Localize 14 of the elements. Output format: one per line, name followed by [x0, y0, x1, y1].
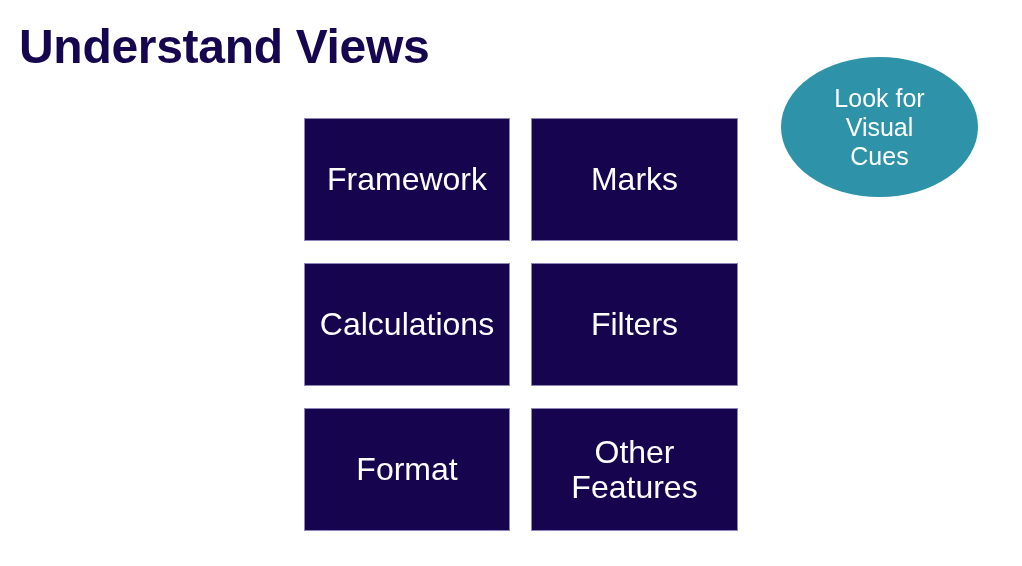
topic-box [531, 263, 738, 386]
oval-label: Look for Visual Cues [833, 83, 926, 171]
topic-box [304, 408, 510, 531]
box-label: Marks [589, 162, 680, 197]
topic-box [531, 408, 738, 531]
topic-box [304, 118, 510, 241]
box-label: Framework [326, 162, 488, 197]
topic-box [531, 118, 738, 241]
slide-title: Understand Views [19, 19, 430, 75]
box-label: Format [355, 452, 459, 487]
box-label: Calculations [318, 307, 496, 342]
box-label: Other Features [570, 434, 699, 505]
topic-box [304, 263, 510, 386]
box-label: Filters [589, 307, 680, 342]
